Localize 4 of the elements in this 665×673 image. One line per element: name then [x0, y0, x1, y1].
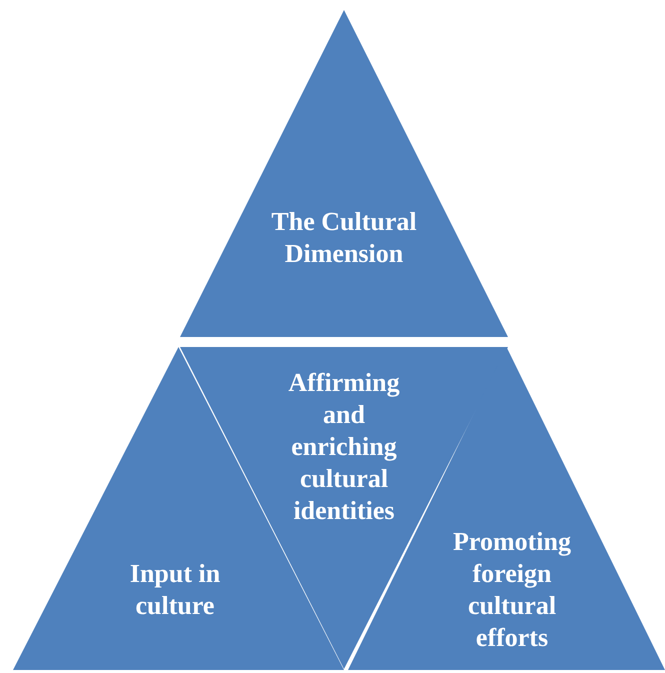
triangle-label: Affirming and enriching cultural identities: [272, 367, 416, 527]
triangle-label: The Cultural Dimension: [269, 206, 419, 270]
triangle-label: Promoting foreign cultural efforts: [434, 526, 590, 654]
triangle-label: Input in culture: [110, 558, 240, 622]
